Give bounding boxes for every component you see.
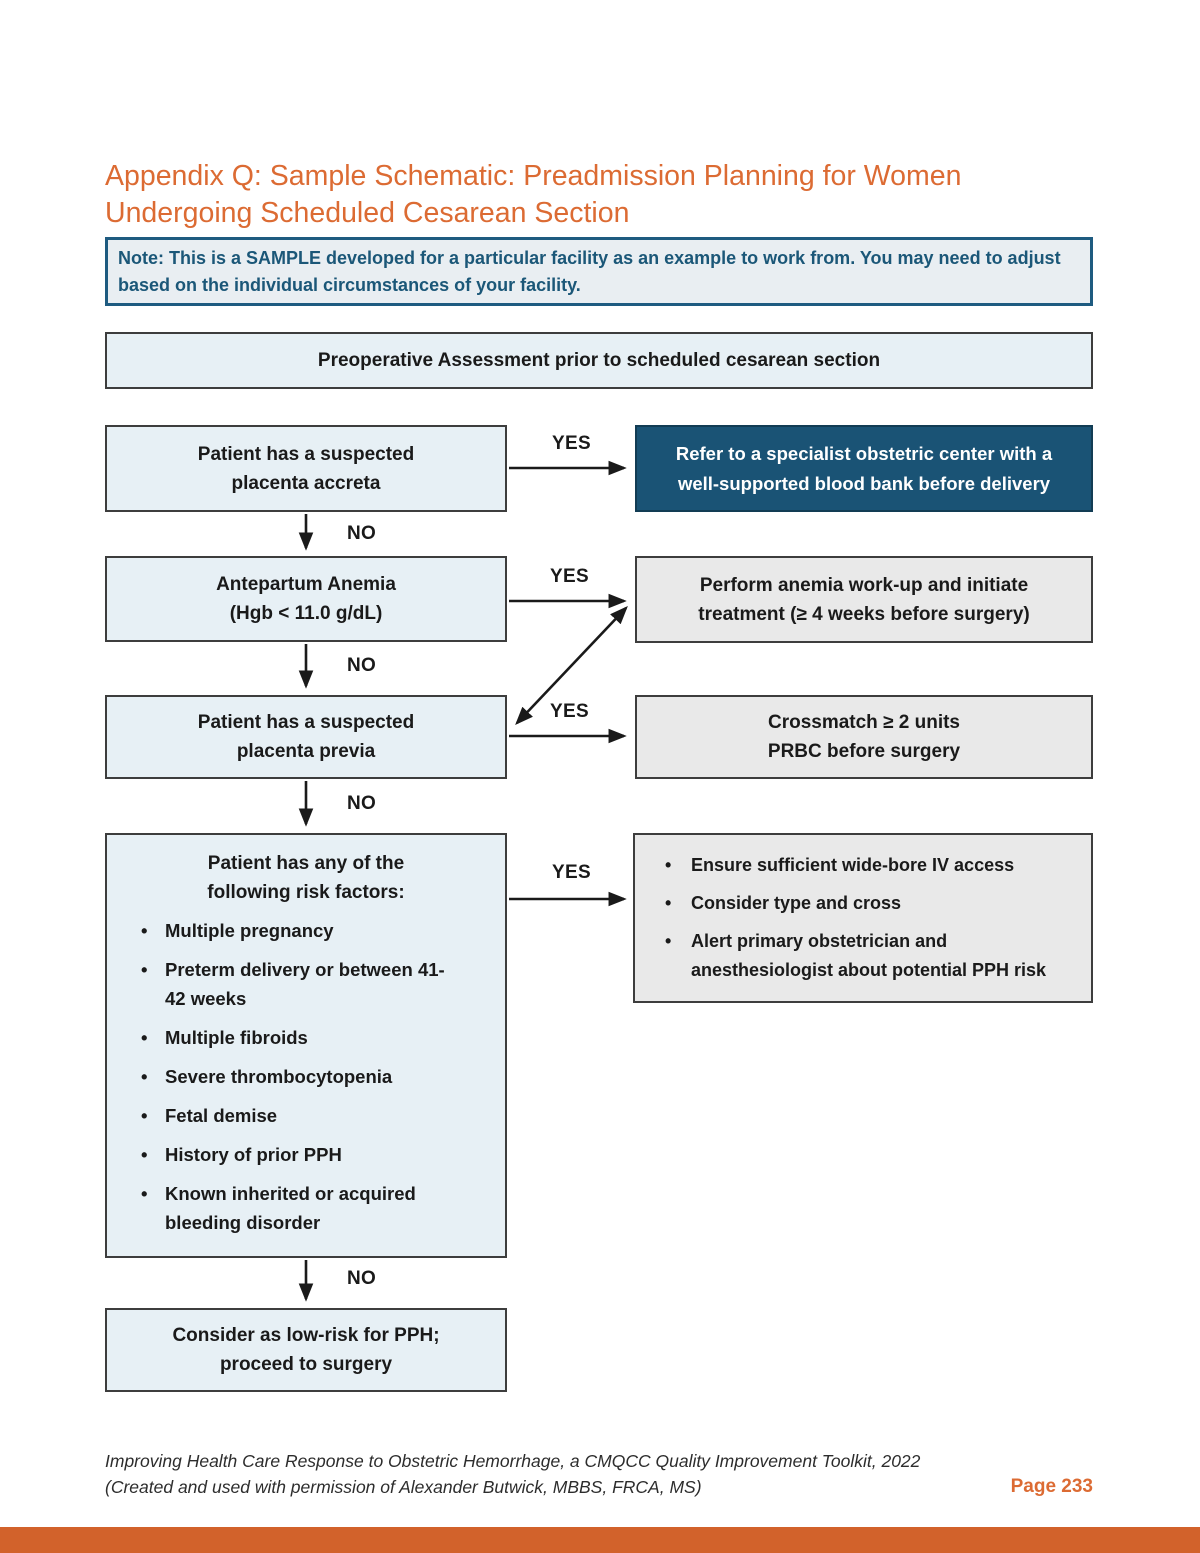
- box-text-line: Crossmatch ≥ 2 units: [767, 712, 961, 733]
- box-anemia-workup: Perform anemia work-up and initiate trea…: [635, 556, 1093, 643]
- box-antepartum-anemia: Antepartum Anemia (Hgb < 11.0 g/dL): [105, 556, 507, 642]
- box-text-line: following risk factors:: [207, 882, 405, 903]
- footer-line-2: (Created and used with permission of Ale…: [105, 1477, 702, 1497]
- box-risk-factors: Patient has any of the following risk fa…: [105, 833, 507, 1258]
- box-placenta-previa: Patient has a suspected placenta previa: [105, 695, 507, 779]
- footer-citation: Improving Health Care Response to Obstet…: [105, 1448, 955, 1500]
- list-item: Severe thrombocytopenia: [139, 1062, 450, 1091]
- list-item: Fetal demise: [139, 1101, 450, 1130]
- flow-header-box: Preoperative Assessment prior to schedul…: [105, 332, 1093, 389]
- list-item: Multiple fibroids: [139, 1023, 450, 1052]
- list-item: Multiple pregnancy: [139, 916, 450, 945]
- box-text-line: Antepartum Anemia: [216, 574, 396, 595]
- bottom-accent-bar: [0, 1527, 1200, 1553]
- box-refer-specialist: Refer to a specialist obstetric center w…: [635, 425, 1093, 512]
- box-text-line: proceed to surgery: [219, 1354, 393, 1375]
- box-text-line: PRBC before surgery: [767, 741, 961, 762]
- risk-actions-list: Ensure sufficient wide-bore IV accessCon…: [635, 851, 1091, 985]
- risk-factors-heading: Patient has any of the following risk fa…: [207, 849, 404, 907]
- no-label: NO: [347, 793, 377, 814]
- yes-label: YES: [550, 566, 589, 587]
- box-placenta-accreta: Patient has a suspected placenta accreta: [105, 425, 507, 512]
- page-title-line: Undergoing Scheduled Cesarean Section: [105, 197, 630, 230]
- box-text-line: Patient has a suspected: [197, 712, 415, 733]
- list-item: Consider type and cross: [663, 889, 1082, 918]
- page-title: Appendix Q: Sample Schematic: Preadmissi…: [105, 158, 1095, 232]
- risk-factors-list: Multiple pregnancyPreterm delivery or be…: [107, 916, 505, 1247]
- footer-line-1: Improving Health Care Response to Obstet…: [105, 1451, 921, 1471]
- box-text-line: Perform anemia work-up and initiate: [699, 574, 1029, 596]
- box-text-line: Refer to a specialist obstetric center w…: [675, 442, 1053, 464]
- list-item: Ensure sufficient wide-bore IV access: [663, 851, 1082, 880]
- box-text-line: placenta previa: [236, 741, 376, 762]
- no-label: NO: [347, 523, 377, 544]
- yes-label: YES: [550, 701, 589, 722]
- box-text-line: well-supported blood bank before deliver…: [677, 472, 1051, 494]
- list-item: History of prior PPH: [139, 1140, 450, 1169]
- yes-label: YES: [552, 862, 591, 883]
- page-title-line: Appendix Q: Sample Schematic: Preadmissi…: [105, 160, 962, 193]
- no-label: NO: [347, 1268, 377, 1289]
- box-crossmatch: Crossmatch ≥ 2 units PRBC before surgery: [635, 695, 1093, 779]
- box-low-risk: Consider as low-risk for PPH; proceed to…: [105, 1308, 507, 1392]
- list-item: Preterm delivery or between 41-42 weeks: [139, 955, 450, 1013]
- box-text-line: placenta accreta: [231, 472, 381, 494]
- box-text-line: Patient has a suspected: [197, 443, 415, 465]
- list-item: Alert primary obstetrician and anesthesi…: [663, 927, 1082, 985]
- box-text-line: (Hgb < 11.0 g/dL): [229, 603, 383, 624]
- yes-label: YES: [552, 433, 591, 454]
- page-number: Page 233: [1010, 1476, 1093, 1497]
- box-text-line: Consider as low-risk for PPH;: [172, 1325, 440, 1346]
- box-risk-actions: Ensure sufficient wide-bore IV accessCon…: [633, 833, 1093, 1003]
- note-box: Note: This is a SAMPLE developed for a p…: [105, 237, 1093, 306]
- list-item: Known inherited or acquired bleeding dis…: [139, 1179, 450, 1237]
- note-text: Note: This is a SAMPLE developed for a p…: [118, 248, 1061, 295]
- box-text-line: treatment (≥ 4 weeks before surgery): [698, 603, 1030, 625]
- no-label: NO: [347, 655, 377, 676]
- box-text-line: Patient has any of the: [207, 853, 405, 874]
- flow-header-label: Preoperative Assessment prior to schedul…: [317, 350, 881, 371]
